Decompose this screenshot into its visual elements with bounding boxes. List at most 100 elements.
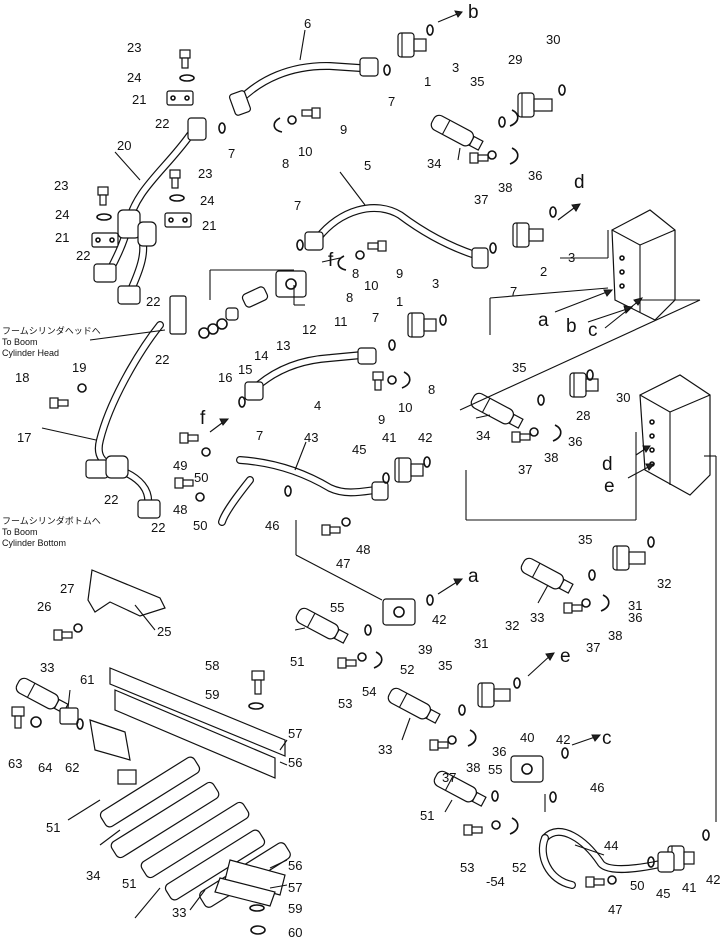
label-part-22: 22 xyxy=(104,492,118,507)
label-part-36: 36 xyxy=(528,168,542,183)
label-part-31: 31 xyxy=(474,636,488,651)
label-part-8: 8 xyxy=(428,382,435,397)
part-numbers: 23 24 21 22 20 6 7 7 1 3 b 29 30 35 9 10… xyxy=(8,2,720,938)
label-part-55: 55 xyxy=(330,600,344,615)
label-part-37: 37 xyxy=(518,462,532,477)
label-part-47: 47 xyxy=(608,902,622,917)
note-head-jp: フームシリンダヘッドへ xyxy=(2,325,101,336)
label-part-36: 36 xyxy=(568,434,582,449)
letter-d: d xyxy=(602,454,613,475)
label-part-41: 41 xyxy=(382,430,396,445)
routing-notes: フームシリンダヘッドへ To Boom Cylinder Head フームシリン… xyxy=(2,325,101,548)
label-part-31: 31 xyxy=(628,598,642,613)
label-part-11: 11 xyxy=(334,314,348,329)
label-part-10: 10 xyxy=(364,278,378,293)
label-part-3: 3 xyxy=(568,250,575,265)
label-part-14: 14 xyxy=(254,348,268,363)
label-part-22: 22 xyxy=(76,248,90,263)
label-part-50: 50 xyxy=(630,878,644,893)
letter-d: d xyxy=(574,172,585,193)
label-part-10: 10 xyxy=(398,400,412,415)
label-part-57: 57 xyxy=(288,880,302,895)
label-part-38: 38 xyxy=(608,628,622,643)
label-part-32: 32 xyxy=(657,576,671,591)
label-part-7: 7 xyxy=(388,94,395,109)
label-part-42: 42 xyxy=(556,732,570,747)
label-part-42: 42 xyxy=(418,430,432,445)
label-part-45: 45 xyxy=(656,886,670,901)
label-part-17: 17 xyxy=(17,430,31,445)
letter-c: c xyxy=(602,728,612,749)
label-part-3: 3 xyxy=(432,276,439,291)
label-part-22: 22 xyxy=(146,294,160,309)
label-part-30: 30 xyxy=(616,390,630,405)
label-part-51: 51 xyxy=(290,654,304,669)
label-part-55: 55 xyxy=(488,762,502,777)
label-part-24: 24 xyxy=(127,70,141,85)
label-part-32: 32 xyxy=(505,618,519,633)
label-part-4: 4 xyxy=(314,398,321,413)
label-part-33: 33 xyxy=(40,660,54,675)
letter-e: e xyxy=(560,646,571,667)
label-part-56: 56 xyxy=(288,858,302,873)
label-part-64: 64 xyxy=(38,760,52,775)
letter-e: e xyxy=(604,476,615,497)
label-part-7: 7 xyxy=(294,198,301,213)
label-part-24: 24 xyxy=(200,193,214,208)
label-part-34: 34 xyxy=(476,428,490,443)
label-part-42: 42 xyxy=(706,872,720,887)
label-part-37: 37 xyxy=(442,770,456,785)
label-part-33: 33 xyxy=(378,742,392,757)
note-head-en-1: To Boom xyxy=(2,337,38,347)
letter-c: c xyxy=(588,320,598,341)
label-part-39: 39 xyxy=(418,642,432,657)
label-part-51: 51 xyxy=(46,820,60,835)
label-part-10: 10 xyxy=(298,144,312,159)
label-part-18: 18 xyxy=(15,370,29,385)
letter-f: f xyxy=(328,250,334,271)
label-part-62: 62 xyxy=(65,760,79,775)
label-part-23: 23 xyxy=(54,178,68,193)
label-part-1: 1 xyxy=(424,74,431,89)
label-part-59: 59 xyxy=(288,901,302,916)
label-part-50: 50 xyxy=(194,470,208,485)
label-part-61: 61 xyxy=(80,672,94,687)
label-part-45: 45 xyxy=(352,442,366,457)
label-part-35: 35 xyxy=(578,532,592,547)
label-part-5: 5 xyxy=(364,158,371,173)
label-part-50: 50 xyxy=(193,518,207,533)
label-part-19: 19 xyxy=(72,360,86,375)
letter-f: f xyxy=(200,408,206,429)
label-part-29: 29 xyxy=(508,52,522,67)
label-part-8: 8 xyxy=(282,156,289,171)
letter-a: a xyxy=(468,566,479,587)
fittings xyxy=(59,32,695,907)
label-part-52: 52 xyxy=(400,662,414,677)
label-part-34: 34 xyxy=(427,156,441,171)
label-part-1: 1 xyxy=(396,294,403,309)
label-part-9: 9 xyxy=(340,122,347,137)
label-part-15: 15 xyxy=(238,362,252,377)
label-part-7: 7 xyxy=(372,310,379,325)
label-part-27: 27 xyxy=(60,581,74,596)
label-part-21: 21 xyxy=(202,218,216,233)
label-part-9: 9 xyxy=(378,412,385,427)
label-part-6: 6 xyxy=(304,16,311,31)
label-part-26: 26 xyxy=(37,599,51,614)
label-part-16: 16 xyxy=(218,370,232,385)
label-part-38: 38 xyxy=(544,450,558,465)
label-part-57: 57 xyxy=(288,726,302,741)
label-part-36: 36 xyxy=(492,744,506,759)
label-part-21: 21 xyxy=(55,230,69,245)
label-part-7: 7 xyxy=(510,284,517,299)
label-part-38: 38 xyxy=(498,180,512,195)
label-part-35: 35 xyxy=(438,658,452,673)
label-part-12: 12 xyxy=(302,322,316,337)
label-part-30: 30 xyxy=(546,32,560,47)
note-bottom-en-2: Cylinder Bottom xyxy=(2,538,66,548)
label-part-8: 8 xyxy=(352,266,359,281)
label-part-23: 23 xyxy=(198,166,212,181)
label-part-22: 22 xyxy=(155,116,169,131)
label-part-48: 48 xyxy=(356,542,370,557)
